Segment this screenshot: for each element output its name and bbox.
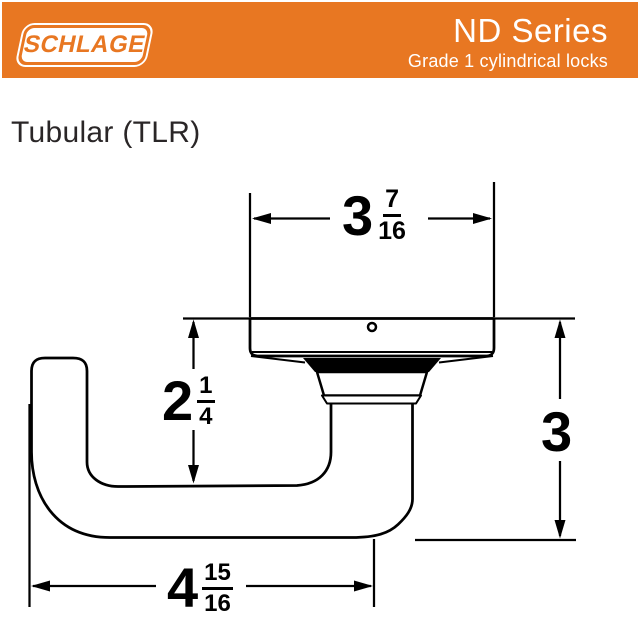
dim-label-lever-length: 4 15 16 — [167, 560, 233, 616]
page-title: Tubular (TLR) — [11, 116, 201, 149]
fraction-numerator: 1 — [197, 373, 215, 403]
dim-label-overall-height: 3 — [541, 404, 572, 460]
fraction-numerator: 7 — [383, 187, 402, 217]
rose-side-view — [248, 317, 496, 358]
arrowhead-right — [354, 580, 373, 592]
arrowhead-down — [188, 465, 199, 484]
dimension-lever-length — [28, 404, 376, 607]
arrowhead-left — [31, 580, 50, 592]
dim-whole: 4 — [167, 556, 199, 619]
dim-fraction: 15 16 — [202, 560, 233, 617]
product-line-subtitle: Grade 1 cylindrical locks — [407, 50, 608, 71]
arrowhead-up — [188, 319, 199, 338]
lever-neck — [315, 370, 429, 397]
arrowhead-down — [554, 520, 566, 539]
neck-collar — [321, 394, 422, 405]
lever-body-outline — [30, 356, 414, 539]
fraction-denominator: 4 — [199, 402, 213, 430]
fraction-denominator: 16 — [204, 589, 231, 617]
dim-whole: 3 — [342, 183, 374, 247]
arrowhead-up — [554, 319, 566, 338]
header-product-block: ND Series Grade 1 cylindrical locks — [407, 12, 608, 71]
fraction-denominator: 16 — [378, 217, 406, 245]
fraction-numerator: 15 — [202, 560, 233, 590]
dimension-rose-width — [248, 182, 496, 317]
product-line-title: ND Series — [453, 12, 608, 49]
arrowhead-left — [252, 213, 271, 224]
dimension-overall-height — [415, 319, 576, 542]
dim-fraction: 7 16 — [378, 187, 406, 244]
dim-label-lever-offset: 2 1 4 — [162, 373, 215, 429]
dim-fraction: 1 4 — [197, 373, 215, 430]
arrowhead-right — [473, 213, 492, 224]
rose-mounting-hole — [366, 321, 378, 333]
dimension-lever-offset — [188, 319, 199, 484]
dim-whole: 2 — [162, 369, 194, 432]
dim-whole: 3 — [541, 400, 573, 463]
header-band: SCHLAGE ND Series Grade 1 cylindrical lo… — [2, 2, 638, 78]
dim-label-rose-width: 3 7 16 — [342, 187, 406, 244]
rose-underside-shadow — [303, 358, 441, 372]
